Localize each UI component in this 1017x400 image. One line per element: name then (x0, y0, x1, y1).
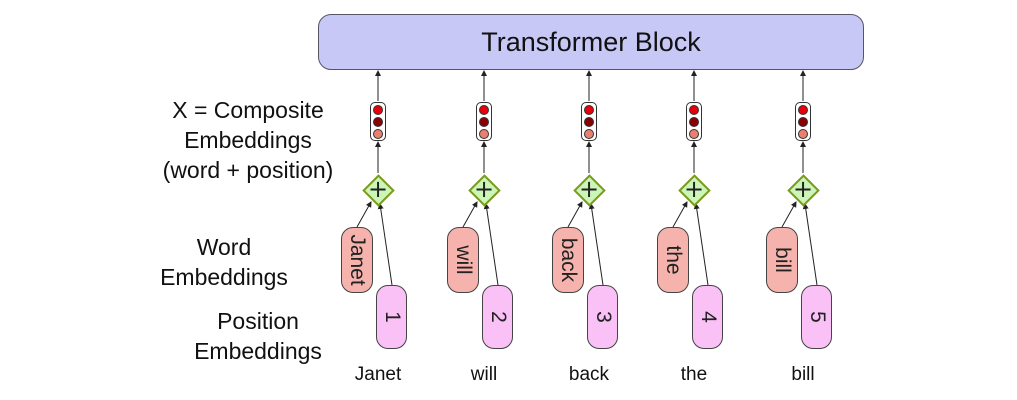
input-word: will (470, 364, 498, 385)
input-word: back (568, 364, 610, 385)
composite-label-line-2: Embeddings (184, 127, 312, 153)
position-to-plus-arrow (483, 203, 499, 286)
position-embedding-pill: 5 (801, 285, 832, 349)
position-embedding-pill: 2 (482, 285, 513, 349)
plus-icon: + (578, 175, 600, 203)
position-embedding-pill: 3 (587, 285, 618, 349)
vector-cell (798, 129, 808, 139)
plus-icon: + (792, 175, 814, 203)
word-to-plus-arrow (356, 201, 372, 228)
vector-cell (689, 117, 699, 127)
vector-cell (373, 117, 383, 127)
vector-cell (584, 129, 594, 139)
word-embedding-pill: will (447, 227, 479, 293)
composite-label-line-3: (word + position) (162, 157, 334, 183)
transformer-block: Transformer Block (318, 14, 864, 70)
position-to-plus-arrow (588, 203, 604, 286)
position-to-plus-arrow (693, 203, 709, 286)
word-embedding-pill: the (657, 227, 689, 293)
vector-cell (479, 129, 489, 139)
vector-cell (584, 105, 594, 115)
position-embedding-text: 2 (486, 311, 510, 323)
vector-cell (798, 117, 808, 127)
input-word: bill (791, 364, 815, 385)
transformer-block-label: Transformer Block (481, 26, 701, 57)
word-embedding-text: bill (771, 247, 794, 273)
plus-icon: + (683, 175, 705, 203)
vector-cell (584, 117, 594, 127)
vector-cell (689, 105, 699, 115)
vector-cell (479, 105, 489, 115)
position-embeddings-label: Position Embeddings (172, 306, 344, 366)
composite-embeddings-label: X = Composite Embeddings (word + positio… (143, 95, 353, 185)
composite-vector (370, 102, 386, 141)
word-to-plus-arrow (672, 201, 688, 228)
position-to-plus-arrow (377, 203, 393, 286)
plus-icon: + (367, 175, 389, 203)
position-embedding-text: 1 (380, 311, 404, 323)
word-embedding-text: back (557, 237, 580, 283)
vector-cell (479, 117, 489, 127)
composite-label-line-1: X = Composite (172, 97, 324, 123)
word-embedding-text: will (452, 245, 475, 275)
composite-vector (795, 102, 811, 141)
position-to-plus-arrow (802, 203, 818, 286)
word-embedding-text: Janet (346, 234, 369, 286)
vector-cell (798, 105, 808, 115)
position-embedding-text: 4 (696, 311, 720, 323)
vector-cell (373, 105, 383, 115)
composite-vector (686, 102, 702, 141)
word-embeddings-label-line-2: Embeddings (160, 264, 288, 290)
position-embedding-text: 5 (805, 311, 829, 323)
position-embedding-pill: 1 (376, 285, 407, 349)
position-embeddings-label-line-2: Embeddings (194, 338, 322, 364)
word-to-plus-arrow (567, 201, 583, 228)
input-word: the (680, 364, 708, 385)
word-embedding-text: the (662, 245, 685, 275)
word-to-plus-arrow (462, 201, 478, 228)
input-word: Janet (354, 364, 402, 385)
composite-vector (581, 102, 597, 141)
composite-vector (476, 102, 492, 141)
position-embedding-pill: 4 (692, 285, 723, 349)
position-embeddings-label-line-1: Position (217, 308, 299, 334)
plus-icon: + (473, 175, 495, 203)
word-embeddings-label-line-1: Word (196, 234, 252, 260)
word-embeddings-label: Word Embeddings (134, 232, 314, 292)
vector-cell (373, 129, 383, 139)
word-embedding-pill: bill (766, 227, 798, 293)
word-embedding-pill: back (552, 227, 584, 293)
vector-cell (689, 129, 699, 139)
word-to-plus-arrow (781, 201, 797, 228)
position-embedding-text: 3 (591, 311, 615, 323)
word-embedding-pill: Janet (341, 227, 373, 293)
